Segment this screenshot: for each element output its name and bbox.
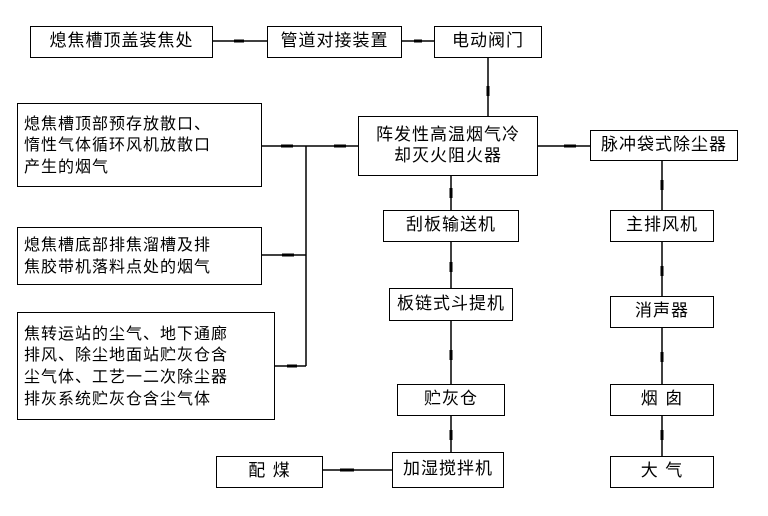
node-label: 板链式斗提机 bbox=[397, 293, 505, 314]
node-label: 熄焦槽顶盖装焦处 bbox=[49, 31, 194, 52]
node-n13: 贮灰仓 bbox=[397, 384, 505, 416]
marker bbox=[281, 144, 293, 148]
marker bbox=[564, 144, 576, 148]
node-label: 贮灰仓 bbox=[424, 389, 478, 410]
node-n12: 消声器 bbox=[610, 296, 714, 328]
node-n14: 烟 囱 bbox=[610, 384, 714, 416]
node-n15: 配 煤 bbox=[216, 456, 323, 488]
node-label: 阵发性高温烟气冷 却灭火阻火器 bbox=[376, 124, 520, 166]
marker bbox=[340, 468, 354, 472]
node-label: 熄焦槽底部排焦溜槽及排 焦胶带机落料点处的烟气 bbox=[24, 235, 212, 276]
node-n4: 熄焦槽顶部预存放散口、 惰性气体循环风机放散口 产生的烟气 bbox=[17, 103, 262, 187]
node-n10: 焦转运站的尘气、地下通廊 排风、除尘地面站贮灰仓含 尘气体、工艺一二次除尘器 排… bbox=[17, 312, 275, 420]
marker bbox=[660, 266, 664, 276]
node-label: 管道对接装置 bbox=[280, 31, 389, 52]
marker bbox=[234, 39, 244, 43]
node-n8: 刮板输送机 bbox=[383, 210, 519, 242]
node-n16: 加湿搅拌机 bbox=[392, 452, 504, 488]
marker bbox=[287, 364, 297, 368]
node-n5: 阵发性高温烟气冷 却灭火阻火器 bbox=[358, 116, 538, 176]
marker bbox=[414, 39, 422, 43]
marker bbox=[449, 350, 453, 360]
node-n6: 脉冲袋式除尘器 bbox=[590, 130, 738, 161]
node-label: 刮板输送机 bbox=[406, 215, 496, 236]
marker bbox=[660, 352, 664, 362]
marker bbox=[486, 86, 490, 96]
marker bbox=[660, 430, 664, 440]
node-label: 主排风机 bbox=[626, 215, 698, 236]
node-label: 焦转运站的尘气、地下通廊 排风、除尘地面站贮灰仓含 尘气体、工艺一二次除尘器 排… bbox=[24, 323, 229, 408]
node-label: 烟 囱 bbox=[640, 389, 684, 410]
node-label: 大 气 bbox=[640, 461, 684, 482]
node-n9: 主排风机 bbox=[610, 210, 714, 242]
marker bbox=[449, 188, 453, 198]
node-label: 电动阀门 bbox=[452, 31, 524, 52]
node-label: 消声器 bbox=[635, 301, 689, 322]
node-n17: 大 气 bbox=[610, 456, 714, 488]
node-n11: 板链式斗提机 bbox=[389, 288, 513, 321]
node-label: 加湿搅拌机 bbox=[403, 459, 493, 480]
marker bbox=[660, 180, 664, 190]
node-n1: 熄焦槽顶盖装焦处 bbox=[30, 26, 213, 58]
marker bbox=[334, 144, 346, 148]
node-label: 熄焦槽顶部预存放散口、 惰性气体循环风机放散口 产生的烟气 bbox=[24, 113, 212, 176]
node-label: 脉冲袋式除尘器 bbox=[601, 134, 727, 155]
marker bbox=[449, 430, 453, 440]
marker bbox=[449, 262, 453, 272]
node-n7: 熄焦槽底部排焦溜槽及排 焦胶带机落料点处的烟气 bbox=[17, 227, 262, 285]
node-label: 配 煤 bbox=[248, 461, 291, 482]
node-n2: 管道对接装置 bbox=[267, 26, 402, 58]
marker bbox=[282, 253, 294, 257]
node-n3: 电动阀门 bbox=[434, 26, 542, 58]
